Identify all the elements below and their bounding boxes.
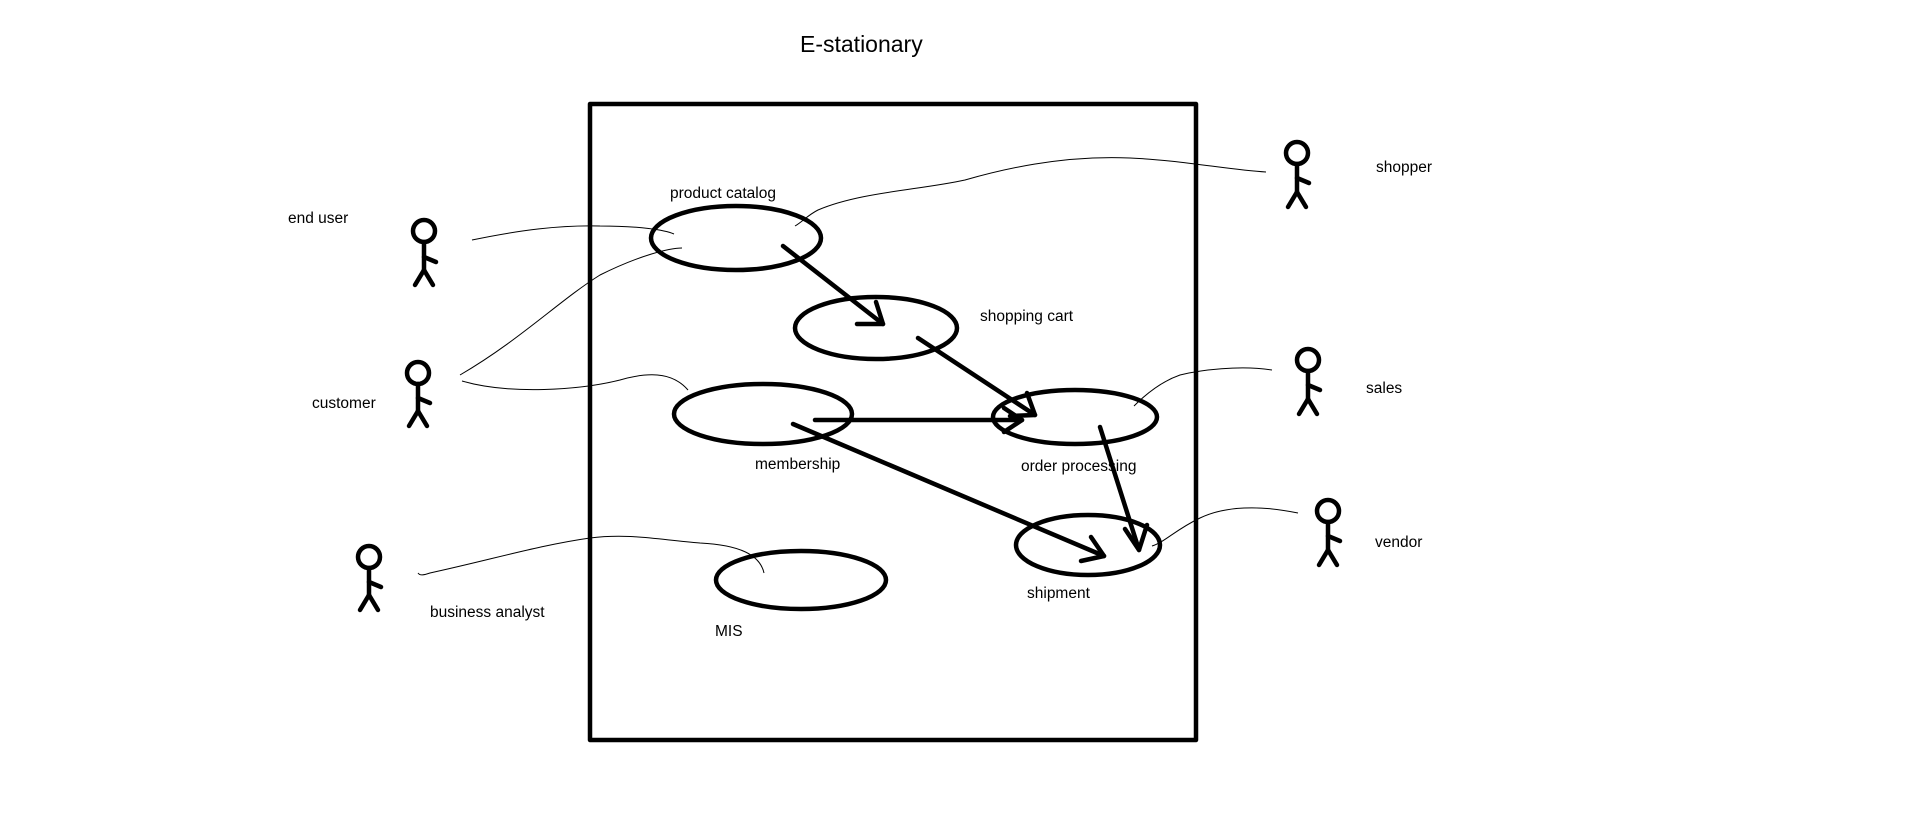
association-customer-product-catalog (459, 247, 683, 376)
include-arrow-catalog-to-cart (780, 243, 886, 327)
actor-label-business-analyst: business analyst (430, 604, 545, 621)
association-sales-order-processing (1133, 367, 1273, 407)
actor-label-customer: customer (312, 395, 376, 412)
actor-end-user (410, 217, 439, 288)
use-case-product-catalog (648, 203, 824, 273)
use-case-label-membership: membership (755, 456, 840, 473)
actor-label-shopper: shopper (1376, 159, 1432, 176)
actor-sales (1294, 346, 1323, 417)
association-business-analyst-mis (417, 535, 765, 576)
actor-label-vendor: vendor (1375, 534, 1422, 551)
use-case-mis (713, 548, 889, 612)
include-arrow-membership-to-shipment (790, 421, 1107, 564)
use-case-order-processing (990, 387, 1160, 447)
association-vendor-shipment (1151, 507, 1299, 547)
include-arrow-cart-to-order (915, 335, 1038, 419)
association-end-user-product-catalog (471, 225, 675, 241)
use-case-label-shopping-cart: shopping cart (980, 308, 1074, 325)
use-case-shipment (1013, 512, 1163, 578)
use-case-membership (671, 381, 855, 447)
use-case-label-order-processing: order processing (1021, 458, 1136, 475)
include-arrow-membership-to-order (812, 405, 1025, 435)
use-case-label-product-catalog: product catalog (670, 185, 776, 202)
association-customer-membership (461, 374, 689, 391)
actor-shopper (1283, 139, 1312, 210)
system-boundary (587, 101, 1199, 743)
actor-vendor (1314, 497, 1343, 568)
use-case-label-shipment: shipment (1027, 585, 1091, 602)
actor-business-analyst (355, 543, 384, 613)
actor-customer (404, 359, 433, 429)
actor-label-end-user: end user (288, 210, 348, 227)
use-case-shopping-cart (792, 294, 960, 362)
include-arrow-order-to-shipment (1097, 424, 1150, 553)
diagram-title: E-stationary (800, 31, 923, 57)
use-case-label-mis: MIS (715, 623, 743, 640)
association-shopper-product-catalog (794, 157, 1267, 227)
actor-label-sales: sales (1366, 380, 1402, 397)
